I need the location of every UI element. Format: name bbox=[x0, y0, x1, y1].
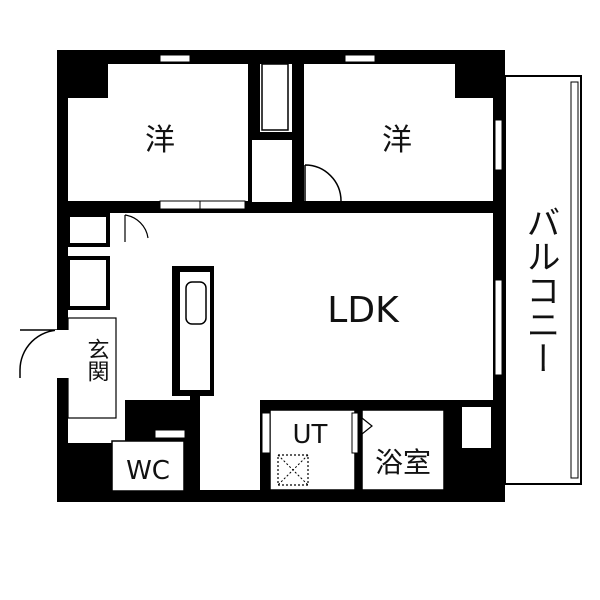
entrance-step bbox=[67, 317, 117, 419]
balcony-label: バルコニー bbox=[520, 205, 560, 375]
sliding-door-room1 bbox=[159, 200, 201, 210]
closet-lower bbox=[252, 140, 292, 202]
bathroom-door-triangle bbox=[361, 416, 373, 436]
wc-door bbox=[154, 429, 186, 439]
ldk-label: LDK bbox=[327, 290, 400, 331]
bathroom-floor bbox=[361, 409, 445, 491]
window-right-ldk bbox=[494, 279, 503, 376]
storage-cabinet-lower bbox=[66, 256, 110, 310]
western-room-1-label: 洋 bbox=[145, 123, 175, 158]
storage-cabinet-upper bbox=[66, 213, 110, 247]
wc-label: WC bbox=[126, 456, 170, 486]
bathroom-label: 浴室 bbox=[375, 446, 431, 479]
storage-door-swing bbox=[124, 214, 149, 242]
kitchen-sink bbox=[185, 281, 207, 325]
window-top-right bbox=[344, 54, 376, 63]
room2-door-swing bbox=[304, 164, 342, 202]
column-top-left bbox=[68, 64, 108, 98]
window-right-room2 bbox=[494, 119, 503, 171]
balcony bbox=[504, 75, 582, 485]
balcony-rail bbox=[570, 81, 579, 479]
utility-door-right bbox=[351, 412, 359, 454]
corridor-floor bbox=[200, 400, 260, 490]
sliding-door-room1-b bbox=[199, 200, 246, 210]
wc-floor bbox=[111, 440, 185, 492]
window-top-left bbox=[159, 54, 191, 63]
entrance-door-swing bbox=[19, 329, 61, 378]
utility-sliding-door bbox=[261, 412, 271, 454]
kitchen-partition bbox=[190, 390, 200, 490]
column-bottom-right bbox=[458, 403, 495, 452]
entrance-label: 玄関 bbox=[84, 338, 109, 382]
entrance-door-opening bbox=[55, 330, 69, 378]
utility-label: UT bbox=[293, 420, 328, 450]
washing-machine-x2 bbox=[277, 454, 309, 486]
column-top-right bbox=[455, 64, 493, 98]
western-room-2-label: 洋 bbox=[382, 123, 412, 158]
closet-shelf bbox=[261, 63, 289, 131]
